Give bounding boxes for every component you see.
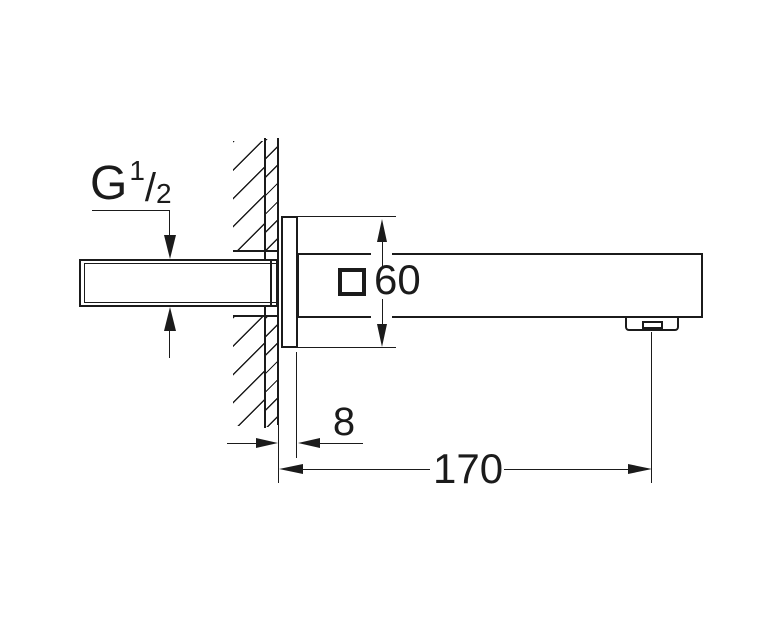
pipe-thread-line-bottom <box>85 302 276 303</box>
wall-plate <box>281 216 298 348</box>
thread-label-denominator: 2 <box>156 178 172 209</box>
thread-arrow-tail-line <box>169 330 171 358</box>
wall-hatch-upper-left <box>233 141 264 251</box>
square-section-icon <box>338 268 366 296</box>
dim170-line-left <box>301 469 430 471</box>
dim60-line-upper <box>381 239 383 267</box>
dim60-arrow-down-icon <box>376 324 387 347</box>
thread-arrow-up-icon <box>164 307 176 331</box>
thread-label-slash: / <box>144 166 157 210</box>
dim60-arrow-up-icon <box>376 218 387 242</box>
dim60-extension-top <box>296 216 396 218</box>
dim60-value: 60 <box>374 256 421 303</box>
thread-size-label: G1/2 <box>90 157 172 210</box>
wall-hole-top-line <box>233 249 278 252</box>
spout-outlet-aerator <box>642 321 663 329</box>
wall-hole-bottom-line <box>233 315 278 317</box>
wall-surface-line-right <box>277 138 279 425</box>
thread-label-numerator: 1 <box>129 155 145 186</box>
pipe-chamfer-line <box>84 263 85 303</box>
thread-leader-vertical <box>169 210 171 238</box>
thread-pipe <box>79 259 278 307</box>
dim8-extension-line <box>296 352 298 458</box>
wall-extension-line <box>277 425 279 483</box>
dim8-arrow-left-icon <box>298 437 320 448</box>
thread-leader-horizontal <box>92 210 170 212</box>
dim60-line-lower <box>381 299 383 327</box>
dim8-tail-right <box>319 442 363 444</box>
wall-cavity-hatch-upper <box>266 139 277 251</box>
dim60-extension-bottom <box>296 346 396 348</box>
pipe-thread-end-line <box>270 261 272 305</box>
dim8-tail-left <box>227 442 257 444</box>
pipe-thread-line-top <box>85 263 276 264</box>
dim170-arrow-left-icon <box>279 464 303 475</box>
wall-cavity-hatch-lower <box>266 317 277 427</box>
thread-label-prefix: G <box>90 157 128 210</box>
wall-hatch-lower-left <box>233 317 264 426</box>
dim170-value: 170 <box>433 445 504 492</box>
thread-arrow-down-icon <box>164 235 176 259</box>
dim170-arrow-right-icon <box>628 464 652 475</box>
dim170-line-right <box>504 469 630 471</box>
dim170-extension-line <box>651 332 653 483</box>
dim8-arrow-right-icon <box>256 437 278 448</box>
dim8-value: 8 <box>332 400 356 444</box>
